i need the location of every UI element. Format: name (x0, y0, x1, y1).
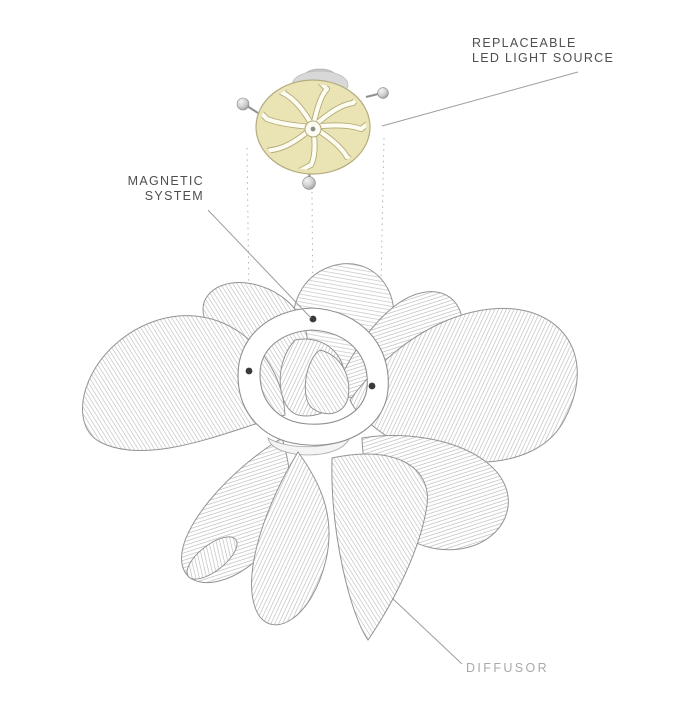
label-diffusor: DIFFUSOR (466, 661, 549, 676)
label-led-light-source: REPLACEABLE LED LIGHT SOURCE (472, 36, 614, 66)
contact-balls (236, 87, 389, 190)
petal (349, 308, 578, 463)
led-module (236, 68, 389, 190)
ring-magnets (245, 315, 376, 390)
petal (251, 451, 330, 626)
label-led-line2: LED LIGHT SOURCE (472, 51, 615, 65)
label-magnetic-system: MAGNETIC SYSTEM (80, 174, 204, 204)
assembly-dashed-lines (246, 137, 385, 333)
diffusor-petals-front (251, 451, 428, 641)
leader-lines (207, 71, 579, 665)
leader-led (381, 71, 579, 127)
inner-petal (304, 349, 350, 415)
petal (331, 453, 428, 641)
petal-rim (186, 536, 238, 580)
petal (82, 315, 286, 451)
label-magnetic-line2: SYSTEM (144, 189, 204, 203)
label-led-line1: REPLACEABLE (472, 36, 577, 50)
leader-magnetic (207, 209, 312, 319)
magnetic-ring (237, 307, 389, 456)
ring-band (237, 307, 389, 446)
coral-pattern (260, 84, 366, 170)
leader-diffusor (391, 597, 463, 665)
label-magnetic-line1: MAGNETIC (127, 174, 204, 188)
label-diffusor-text: DIFFUSOR (466, 661, 550, 675)
